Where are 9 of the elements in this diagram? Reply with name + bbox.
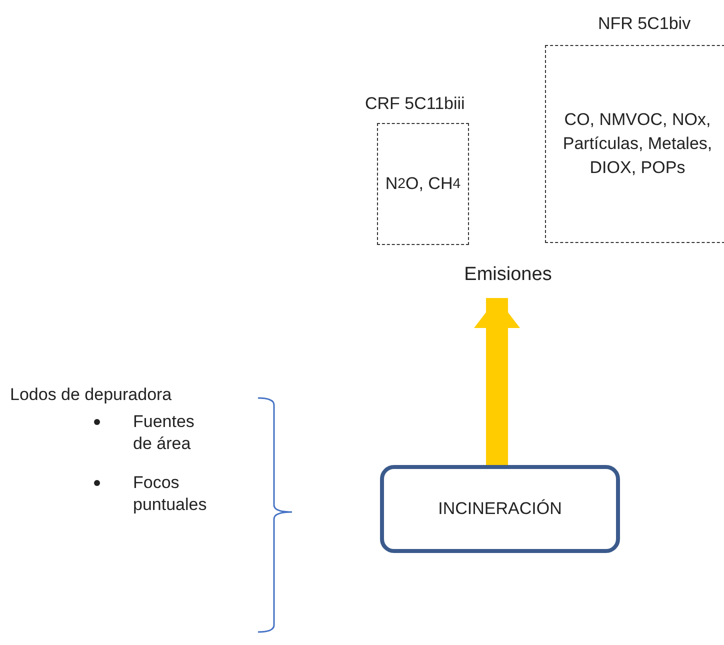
- list-item: Fuentes de área: [133, 411, 196, 455]
- box-heading: NFR 5C1biv: [598, 14, 691, 34]
- arrow: [474, 298, 520, 465]
- list-item: Focos puntuales: [133, 472, 208, 516]
- box-heading: CRF 5C11biii: [365, 94, 465, 114]
- node-label: Emisiones: [440, 260, 576, 290]
- dashed-box: CO, NMVOC, NOx, Partículas, Metales, DIOX, POPs: [545, 45, 724, 243]
- list-heading: Lodos de depuradora: [10, 384, 172, 406]
- process-box: INCINERACIÓN: [380, 465, 620, 553]
